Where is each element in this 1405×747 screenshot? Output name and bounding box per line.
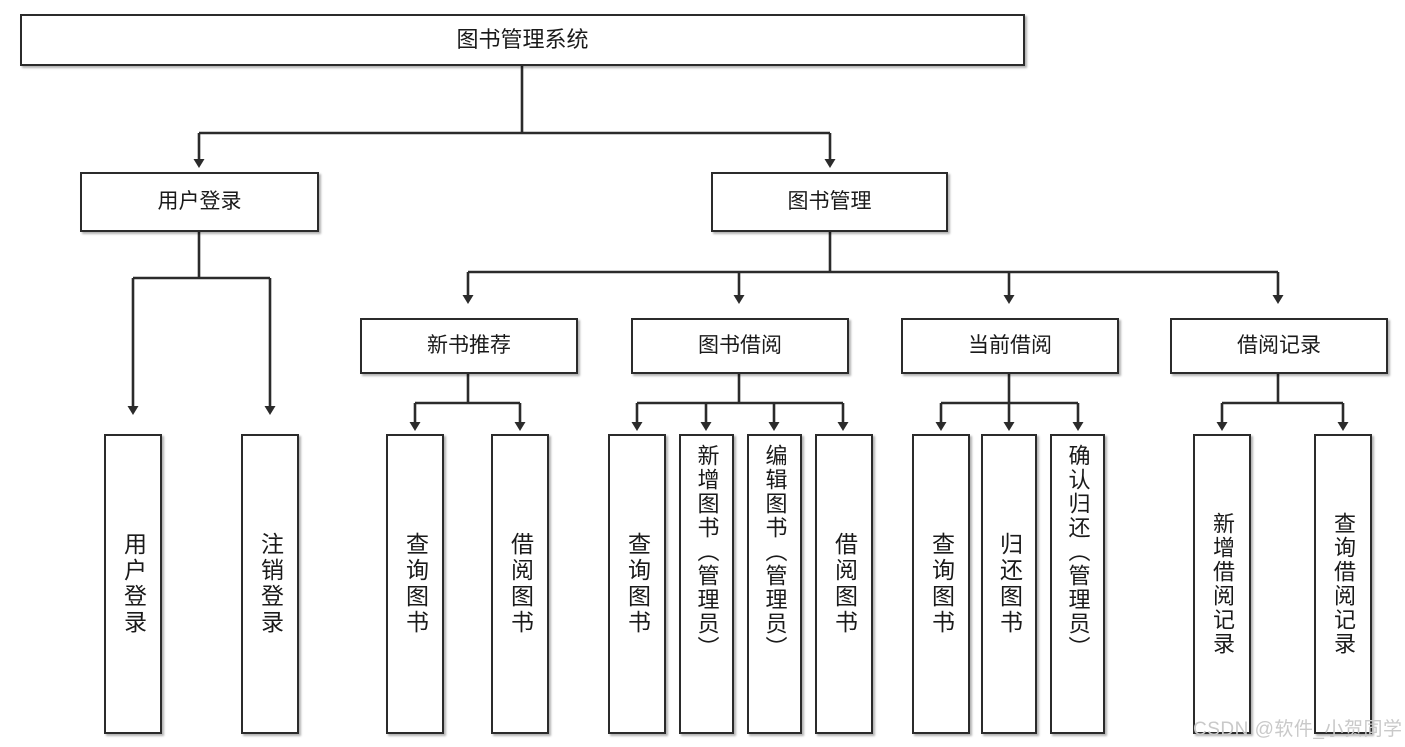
leaf-logout-login[interactable]: 注销登录: [241, 434, 299, 734]
node-label: 归还图书: [996, 532, 1023, 636]
node-label: 借阅记录: [1237, 333, 1321, 357]
node-label: 查询图书: [624, 532, 651, 636]
leaf-query-book-recommend[interactable]: 查询图书: [386, 434, 444, 734]
leaf-query-book-current[interactable]: 查询图书: [912, 434, 970, 734]
node-borrow-record[interactable]: 借阅记录: [1170, 318, 1388, 374]
node-label: 新增图书（管理员）: [694, 444, 720, 660]
node-label: 当前借阅: [968, 333, 1052, 357]
node-label: 编辑图书（管理员）: [762, 444, 788, 660]
leaf-confirm-return[interactable]: 确认归还（管理员）: [1050, 434, 1105, 734]
node-label: 查询图书: [928, 532, 955, 636]
node-book-manage[interactable]: 图书管理: [711, 172, 948, 232]
node-current-borrow[interactable]: 当前借阅: [901, 318, 1119, 374]
node-label: 用户登录: [157, 189, 242, 213]
node-label: 图书管理系统: [456, 26, 589, 52]
node-book-borrow[interactable]: 图书借阅: [631, 318, 849, 374]
node-label: 新增借阅记录: [1210, 512, 1235, 656]
node-label: 查询图书: [402, 532, 429, 636]
node-user-login[interactable]: 用户登录: [80, 172, 319, 232]
watermark-text: CSDN @软件_小贺同学: [1193, 719, 1403, 740]
node-label: 图书借阅: [698, 333, 782, 357]
leaf-query-borrow-record[interactable]: 查询借阅记录: [1314, 434, 1372, 734]
node-label: 用户登录: [120, 532, 147, 636]
node-label: 查询借阅记录: [1331, 512, 1356, 656]
leaf-borrow-book-recommend[interactable]: 借阅图书: [491, 434, 549, 734]
leaf-return-book[interactable]: 归还图书: [981, 434, 1037, 734]
leaf-user-login[interactable]: 用户登录: [104, 434, 162, 734]
leaf-query-book-borrow[interactable]: 查询图书: [608, 434, 666, 734]
leaf-edit-book[interactable]: 编辑图书（管理员）: [747, 434, 802, 734]
node-label: 新书推荐: [427, 333, 511, 357]
node-label: 图书管理: [787, 189, 872, 213]
leaf-add-borrow-record[interactable]: 新增借阅记录: [1193, 434, 1251, 734]
node-label: 借阅图书: [831, 532, 858, 636]
leaf-add-book[interactable]: 新增图书（管理员）: [679, 434, 734, 734]
node-label: 借阅图书: [507, 532, 534, 636]
node-new-book-recommend[interactable]: 新书推荐: [360, 318, 578, 374]
node-label: 注销登录: [257, 532, 284, 636]
node-root-system[interactable]: 图书管理系统: [20, 14, 1025, 66]
leaf-borrow-book[interactable]: 借阅图书: [815, 434, 873, 734]
node-label: 确认归还（管理员）: [1065, 444, 1091, 660]
